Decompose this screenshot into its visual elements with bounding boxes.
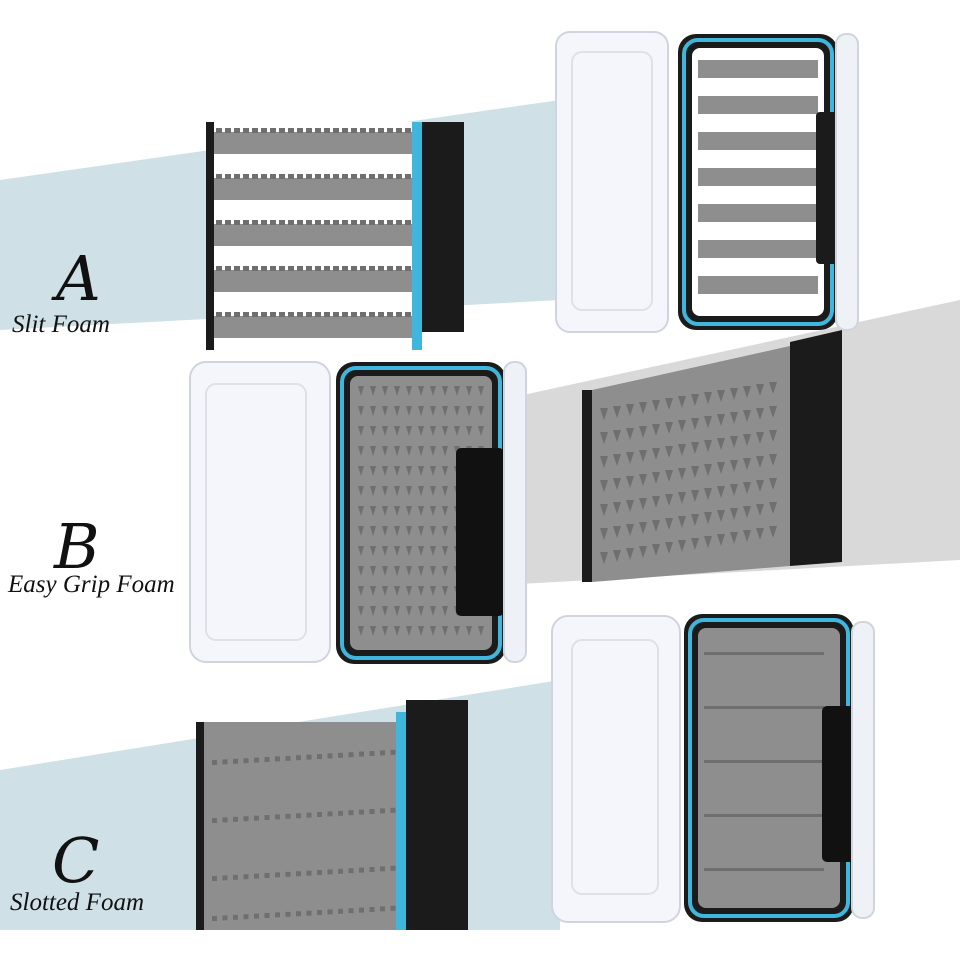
foam-strip	[698, 132, 818, 150]
easy-grip-foam-box	[189, 361, 527, 664]
foam-strip	[698, 276, 818, 294]
foam-strip	[698, 60, 818, 78]
panel-c-name: Slotted Foam	[10, 889, 145, 916]
slit-foam-box	[555, 31, 859, 333]
easy-grip-foam-detail	[582, 330, 842, 582]
foam-strip	[698, 168, 818, 186]
panel-a-letter: A	[56, 242, 101, 315]
foam-strip	[698, 240, 818, 258]
foam-strip	[214, 316, 412, 338]
foam-strip	[214, 178, 412, 200]
panel-a-name: Slit Foam	[12, 311, 110, 338]
panel-b-name: Easy Grip Foam	[8, 571, 175, 598]
foam-strip	[698, 204, 818, 222]
foam-strip	[214, 270, 412, 292]
panel-b-letter: B	[54, 510, 100, 583]
foam-strip	[214, 224, 412, 246]
foam-strip	[214, 132, 412, 154]
panel-c-letter: C	[52, 824, 100, 897]
slotted-foam-box	[551, 614, 875, 923]
slit-foam-detail	[206, 122, 464, 350]
foam-slot-row	[704, 814, 824, 817]
slotted-foam-detail	[196, 700, 468, 930]
foam-slot-row	[704, 868, 824, 871]
foam-slot-row	[704, 760, 824, 763]
foam-strip	[698, 96, 818, 114]
foam-slot-row	[704, 652, 824, 655]
foam-slot-row	[704, 706, 824, 709]
